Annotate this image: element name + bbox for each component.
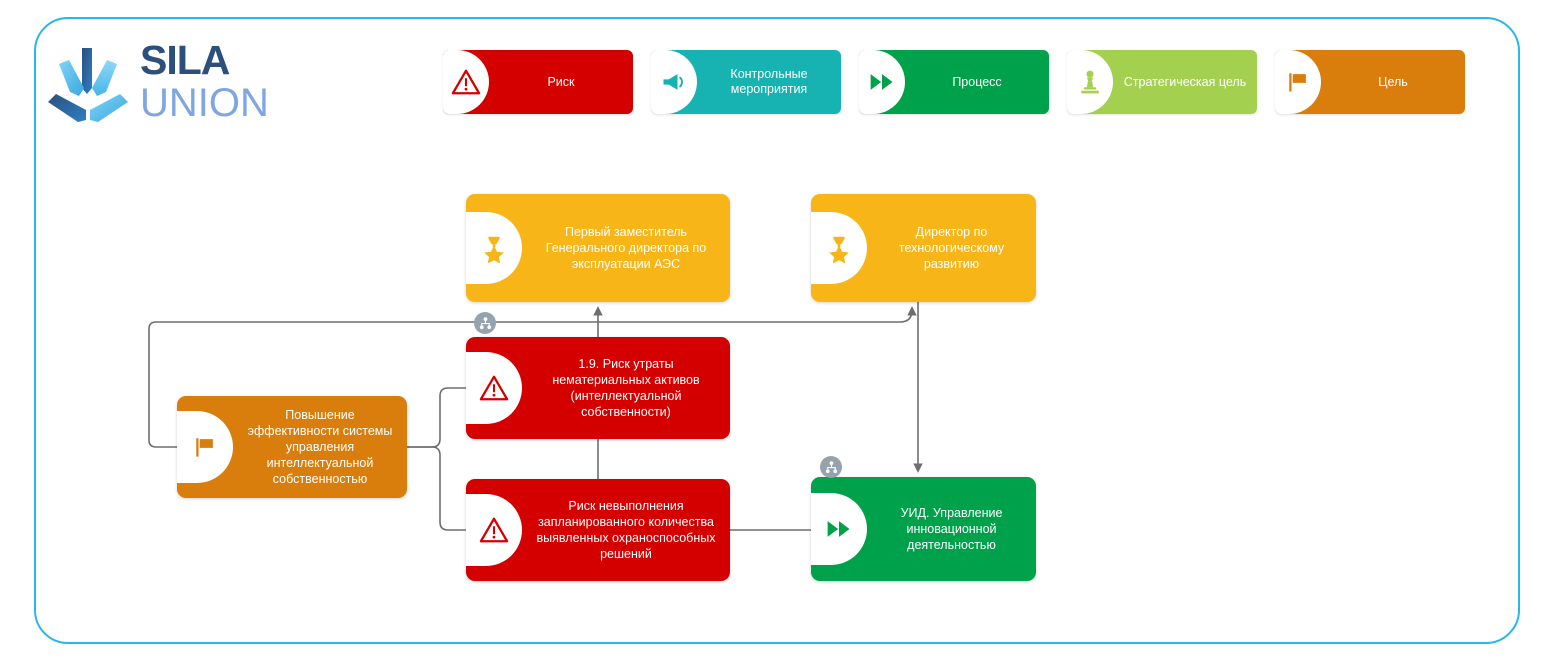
logo-text-union: UNION — [140, 81, 269, 125]
megaphone-icon — [651, 50, 697, 114]
fast-forward-icon — [859, 50, 905, 114]
legend-item-2[interactable]: Процесс — [859, 50, 1049, 114]
node-process-uid[interactable]: УИД. Управление инновационной деятельнос… — [811, 477, 1036, 581]
flag-icon — [1275, 50, 1321, 114]
hierarchy-badge-process[interactable] — [820, 456, 842, 478]
node-tech-director[interactable]: Директор по технологическому развитию — [811, 194, 1036, 302]
chess-pawn-icon — [1067, 50, 1113, 114]
node-label: Риск невыполнения запланированного колич… — [536, 499, 716, 561]
flag-icon — [177, 411, 233, 483]
medal-star-icon — [811, 212, 867, 284]
node-risk-1-9[interactable]: 1.9. Риск утраты нематериальных активов … — [466, 337, 730, 439]
legend-item-3[interactable]: Стратегическая цель — [1067, 50, 1257, 114]
node-label: УИД. Управление инновационной деятельнос… — [900, 506, 1003, 552]
node-label: Первый заместитель Генерального директор… — [545, 225, 707, 271]
legend-item-label: Цель — [1378, 74, 1408, 89]
node-goal-ip-management[interactable]: Повышение эффективности системы управлен… — [177, 396, 407, 498]
node-risk-plan-shortfall[interactable]: Риск невыполнения запланированного колич… — [466, 479, 730, 581]
sila-union-trident-mark-icon — [42, 42, 134, 126]
warning-triangle-icon — [466, 494, 522, 566]
logo: SILA UNION — [42, 38, 302, 130]
warning-triangle-icon — [466, 352, 522, 424]
node-deputy-ceo[interactable]: Первый заместитель Генерального директор… — [466, 194, 730, 302]
legend-item-label: Процесс — [952, 74, 1002, 89]
medal-star-icon — [466, 212, 522, 284]
legend-item-4[interactable]: Цель — [1275, 50, 1465, 114]
logo-text-sila: SILA — [140, 37, 230, 83]
legend-item-0[interactable]: Риск — [443, 50, 633, 114]
legend-item-label: Риск — [547, 74, 575, 89]
node-label: 1.9. Риск утраты нематериальных активов … — [552, 357, 700, 419]
hierarchy-badge-top[interactable] — [474, 312, 496, 334]
fast-forward-icon — [811, 493, 867, 565]
node-label: Директор по технологическому развитию — [898, 225, 1005, 271]
legend-item-label: Стратегическая цель — [1123, 74, 1247, 89]
warning-triangle-icon — [443, 50, 489, 114]
node-label: Повышение эффективности системы управлен… — [247, 408, 393, 486]
